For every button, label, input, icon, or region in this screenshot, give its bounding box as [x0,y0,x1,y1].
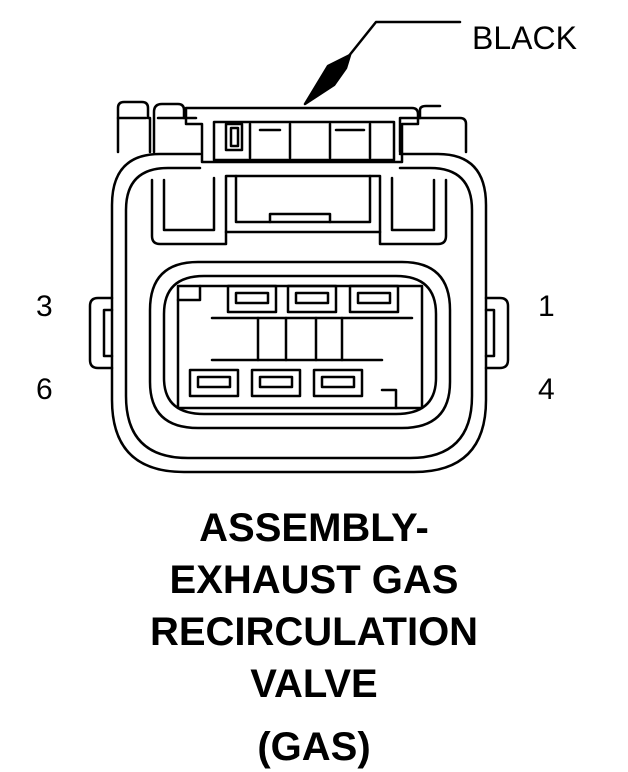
pin-label-3: 3 [36,290,53,323]
terminal-bottom-2 [250,368,302,398]
terminal-top-1-inner [234,291,270,305]
left-latch-tab-inner [102,308,114,358]
component-subtitle: (GAS) [257,725,371,769]
lock-ramp-inner [234,174,372,224]
terminal-top-1 [226,284,278,314]
connector-outer-housing [110,152,488,474]
terminal-top-2-inner [294,291,330,305]
lock-ramp [224,174,382,234]
top-latch-window [224,122,244,152]
terminal-key-right [380,388,398,410]
lock-ramp-rail-left [150,178,228,246]
terminal-top-2 [286,284,338,314]
title-line-2: EXHAUST GAS [169,558,459,602]
lock-ramp-rail-left-detail [162,176,216,232]
title-line-1: ASSEMBLY- [199,506,429,550]
terminal-top-3 [348,284,400,314]
pin-label-1: 1 [538,290,555,323]
top-latch-inner [212,120,396,162]
pin-label-4: 4 [538,373,555,406]
lock-tab-2 [152,102,186,154]
callout-arrowhead [303,53,352,106]
connector-inner-housing [124,166,474,460]
pin-label-6: 6 [36,373,53,406]
callout-leader-line [334,20,462,74]
top-latch-window-inner [229,126,240,148]
terminal-bottom-1 [188,368,240,398]
terminal-top-3-inner [356,291,392,305]
terminal-cavity-inner [162,274,438,416]
lock-ramp-rail-right-detail [390,176,436,232]
terminal-cavity-body [176,284,424,410]
top-latch-ribs [248,122,372,160]
terminal-bottom-2-inner [258,375,294,389]
lock-tab-right-detail [418,104,442,120]
top-latch-frame [184,106,420,164]
terminal-cavity-outer [148,260,452,430]
lock-ramp-rail-right [378,178,448,246]
title-line-4: VALVE [250,662,378,706]
title-line-3: RECIRCULATION [149,610,479,654]
right-latch-tab [484,296,510,370]
lock-tab-1 [116,100,152,154]
terminal-bottom-3 [312,368,364,398]
lock-tab-right [398,116,468,154]
wire-color-label: BLACK [472,20,577,56]
terminal-bottom-1-inner [196,375,232,389]
right-latch-tab-inner [484,308,496,358]
lock-ramp-step [268,212,332,224]
terminal-key-left [176,284,202,302]
terminal-divider-posts [256,316,344,362]
terminal-bottom-3-inner [320,375,356,389]
left-latch-tab [88,296,114,370]
component-title: ASSEMBLY- EXHAUST GAS RECIRCULATION VALV… [0,502,628,710]
terminal-center-divider [210,316,414,362]
